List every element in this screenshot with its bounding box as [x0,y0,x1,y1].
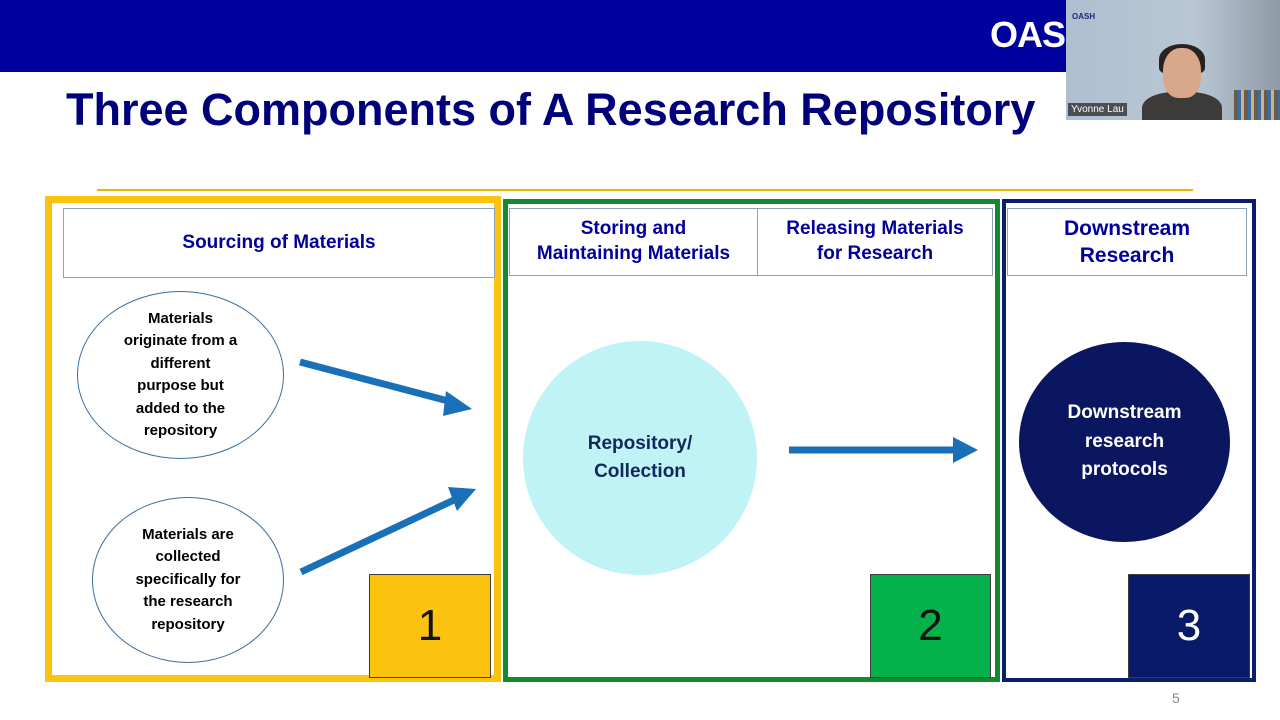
sourcing-header-text: Sourcing of Materials [182,231,376,253]
node-text-line: repository [143,422,218,439]
bookshelf [1234,90,1280,120]
storing-header-line: Maintaining Materials [536,243,731,264]
node-text-line: Repository/ [587,432,693,454]
participant-name-label: Yvonne Lau [1068,103,1127,116]
page-number: 5 [1172,690,1180,706]
node-text-line: Downstream [1067,402,1182,424]
node-text-line: Materials [147,309,214,327]
releasing-header-line: Releasing Materials [786,218,964,240]
node-text-line: originate from a [123,332,238,349]
releasing-header: Releasing Materials for Research [757,208,993,276]
downstream-header-line: Research [1079,244,1175,267]
node-text-line: protocols [1081,459,1168,481]
step-number-3: 3 [1128,574,1250,678]
node-text-line: the research [143,593,233,611]
participant-video-tile[interactable]: OASH Yvonne Lau [1066,0,1280,120]
downstream-protocols-node: Downstream research protocols [1019,342,1230,542]
node-text-line: collected [155,548,221,566]
node-text-line: added to the [135,399,226,417]
node-text-line: Materials are [142,525,234,543]
materials-repurposed-node: Materials originate from a different pur… [77,291,284,459]
repository-collection-node: Repository/ Collection [523,341,757,575]
node-text-line: repository [151,615,225,633]
node-text-line: different [150,354,211,372]
step-number-1: 1 [369,574,491,678]
slide-title: Three Components of A Research Repositor… [66,84,1036,135]
participant-face [1163,48,1201,98]
sourcing-section-frame [45,196,501,682]
node-text-line: Collection [594,461,686,482]
downstream-header-line: Downstream [1063,216,1191,240]
downstream-header: Downstream Research [1007,208,1247,276]
materials-collected-node: Materials are collected specifically for… [92,497,284,663]
downstream-section-frame [1002,199,1256,682]
storing-header: Storing and Maintaining Materials [509,208,757,276]
video-logo: OASH [1072,12,1096,21]
sourcing-header: Sourcing of Materials [63,208,495,278]
node-text-line: purpose but [137,377,224,394]
step-number-2: 2 [870,574,991,678]
storing-releasing-section-frame [503,199,1000,682]
storing-header-line: Storing and [580,218,687,240]
node-text-line: research [1084,430,1165,452]
node-text-line: specifically for [135,570,241,588]
releasing-header-line: for Research [816,243,934,264]
title-divider [97,189,1193,191]
